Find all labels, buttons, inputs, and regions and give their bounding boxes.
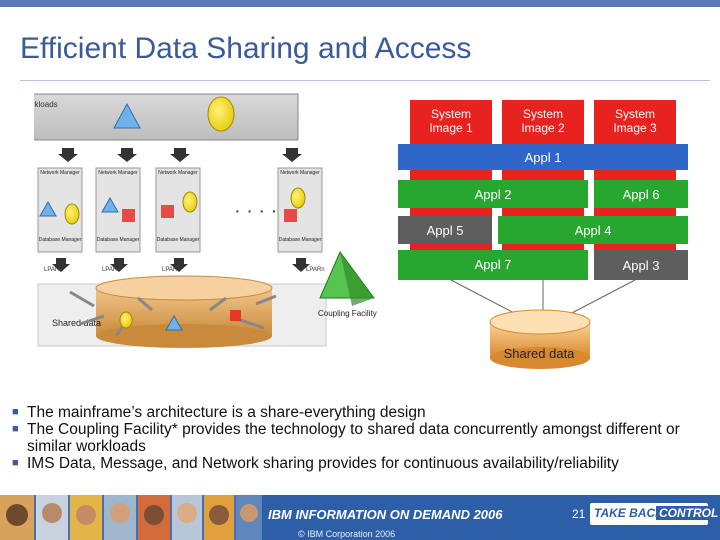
bullet-item: ■The mainframe’s architecture is a share… xyxy=(12,404,426,421)
data-access-arrows xyxy=(69,290,277,337)
lpar-ellipsis: · · · · xyxy=(234,200,277,222)
left-shared-data-cylinder xyxy=(95,275,273,348)
shared-square-icon xyxy=(230,310,241,321)
bullet-square-icon: ■ xyxy=(12,423,19,435)
workloads-bar xyxy=(34,93,299,141)
lpar-box-3: Network Manager Database Manager xyxy=(155,167,201,253)
svg-text:Network Manager: Network Manager xyxy=(98,170,138,176)
people-photo-strip xyxy=(0,495,262,540)
badge-control-text: CONTROL xyxy=(656,506,720,520)
workload-oval-icon xyxy=(207,96,235,132)
appl-row-1: Appl 1 xyxy=(398,144,688,170)
svg-text:Appl 1: Appl 1 xyxy=(525,150,562,165)
lpar-arrows xyxy=(52,258,310,272)
svg-text:Network Manager: Network Manager xyxy=(158,170,198,176)
copyright: © IBM Corporation 2006 xyxy=(298,529,396,539)
coupling-facility-label: Coupling Facility xyxy=(318,309,377,318)
left-shared-data-label: Shared data xyxy=(52,318,101,328)
bullet-item: ■The Coupling Facility* provides the tec… xyxy=(12,421,680,455)
svg-text:Image 2: Image 2 xyxy=(521,121,565,135)
footer-brand: IBM INFORMATION ON DEMAND 2006 xyxy=(268,507,503,522)
shared-triangle-icon xyxy=(165,314,183,331)
slide-title: Efficient Data Sharing and Access xyxy=(20,32,472,65)
appl-row-4: Appl 7 Appl 3 xyxy=(398,250,688,280)
svg-text:Appl 4: Appl 4 xyxy=(575,223,612,238)
lpar-label-1: LPAR1 xyxy=(44,267,63,273)
footer-bar: IBM INFORMATION ON DEMAND 2006 © IBM Cor… xyxy=(0,495,720,540)
lpar-box-n: Network Manager Database Manager xyxy=(277,167,323,253)
svg-text:System: System xyxy=(431,107,471,121)
svg-text:Network Manager: Network Manager xyxy=(280,170,320,176)
bullet-square-icon: ■ xyxy=(12,406,19,418)
lpar-label-n: LPARn xyxy=(306,267,325,273)
svg-text:Appl 3: Appl 3 xyxy=(623,258,660,273)
appl-row-3: Appl 5 Appl 4 xyxy=(398,216,688,244)
svg-text:Image 3: Image 3 xyxy=(613,121,657,135)
bullet-item: ■IMS Data, Message, and Network sharing … xyxy=(12,455,619,472)
take-back-control-badge: TAKE BACK CONTROL xyxy=(590,503,720,525)
right-shared-data-label: Shared data xyxy=(504,346,576,361)
badge-take-text: TAKE BACK xyxy=(594,506,664,520)
svg-text:Network Manager: Network Manager xyxy=(40,170,80,176)
sysplex-diagram: Workloads Network Manager Database Manag… xyxy=(34,93,377,348)
svg-text:System: System xyxy=(615,107,655,121)
svg-text:System: System xyxy=(523,107,563,121)
workload-triangle-icon xyxy=(113,102,141,129)
bullet-list: ■The mainframe’s architecture is a share… xyxy=(12,404,717,472)
svg-text:Appl 5: Appl 5 xyxy=(427,223,464,238)
svg-text:Image 1: Image 1 xyxy=(429,121,473,135)
appl-row-2: Appl 2 Appl 6 xyxy=(398,180,688,208)
appl-sharing-diagram: System Image 1 System Image 2 System Ima… xyxy=(398,100,688,369)
shared-oval-icon xyxy=(119,311,133,329)
svg-text:Database Manager: Database Manager xyxy=(97,237,140,243)
lpar-label-3: LPAR3 xyxy=(162,267,181,273)
svg-text:Appl 2: Appl 2 xyxy=(475,187,512,202)
right-shared-data-cylinder xyxy=(489,309,591,369)
bullet-square-icon: ■ xyxy=(12,457,19,469)
top-accent-bar xyxy=(0,0,720,7)
svg-text:Database Manager: Database Manager xyxy=(279,237,322,243)
lpar-box-1: Network Manager Database Manager xyxy=(37,167,83,253)
svg-text:Appl 6: Appl 6 xyxy=(623,187,660,202)
svg-text:Database Manager: Database Manager xyxy=(39,237,82,243)
lpar-label-2: LPAR2 xyxy=(102,267,121,273)
lpar-box-2: Network Manager Database Manager xyxy=(95,167,141,253)
svg-text:Database Manager: Database Manager xyxy=(157,237,200,243)
workloads-label: Workloads xyxy=(34,100,58,109)
workload-arrows xyxy=(58,148,302,162)
page-number: 21 xyxy=(572,507,586,521)
svg-text:Appl 7: Appl 7 xyxy=(475,257,512,272)
title-divider xyxy=(20,80,710,81)
